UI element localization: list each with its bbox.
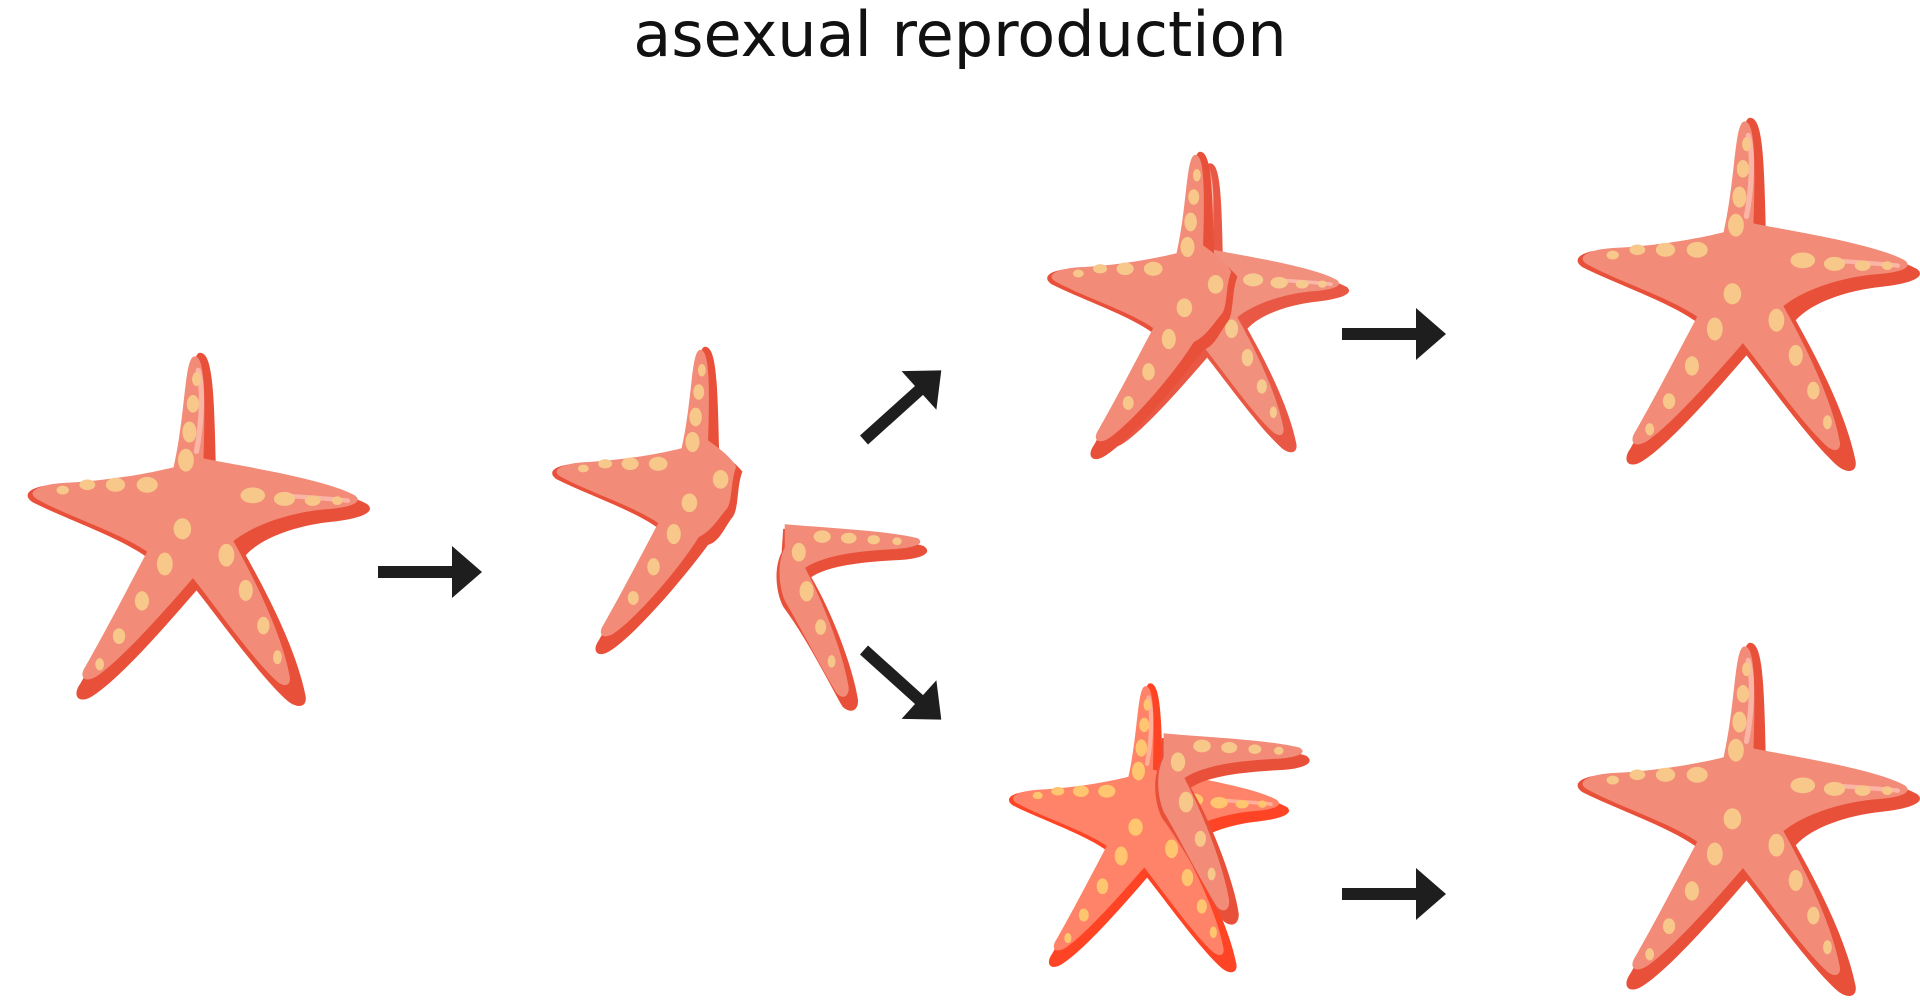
offspring-starfish-top-icon xyxy=(1578,118,1920,471)
regenerating-starfish-top-icon xyxy=(1047,151,1349,460)
offspring-starfish-bottom-icon xyxy=(1578,643,1920,996)
arrow-bottom-to-offspring xyxy=(1342,868,1446,920)
parent-starfish-icon xyxy=(28,353,370,706)
arrow-split-to-top xyxy=(846,351,959,460)
diagram-title: asexual reproduction xyxy=(633,0,1287,71)
arrow-parent-to-split xyxy=(378,546,482,598)
arrow-top-to-offspring xyxy=(1342,308,1446,360)
arrow-split-to-bottom xyxy=(846,630,959,739)
regenerating-starfish-bottom-icon xyxy=(992,662,1310,993)
